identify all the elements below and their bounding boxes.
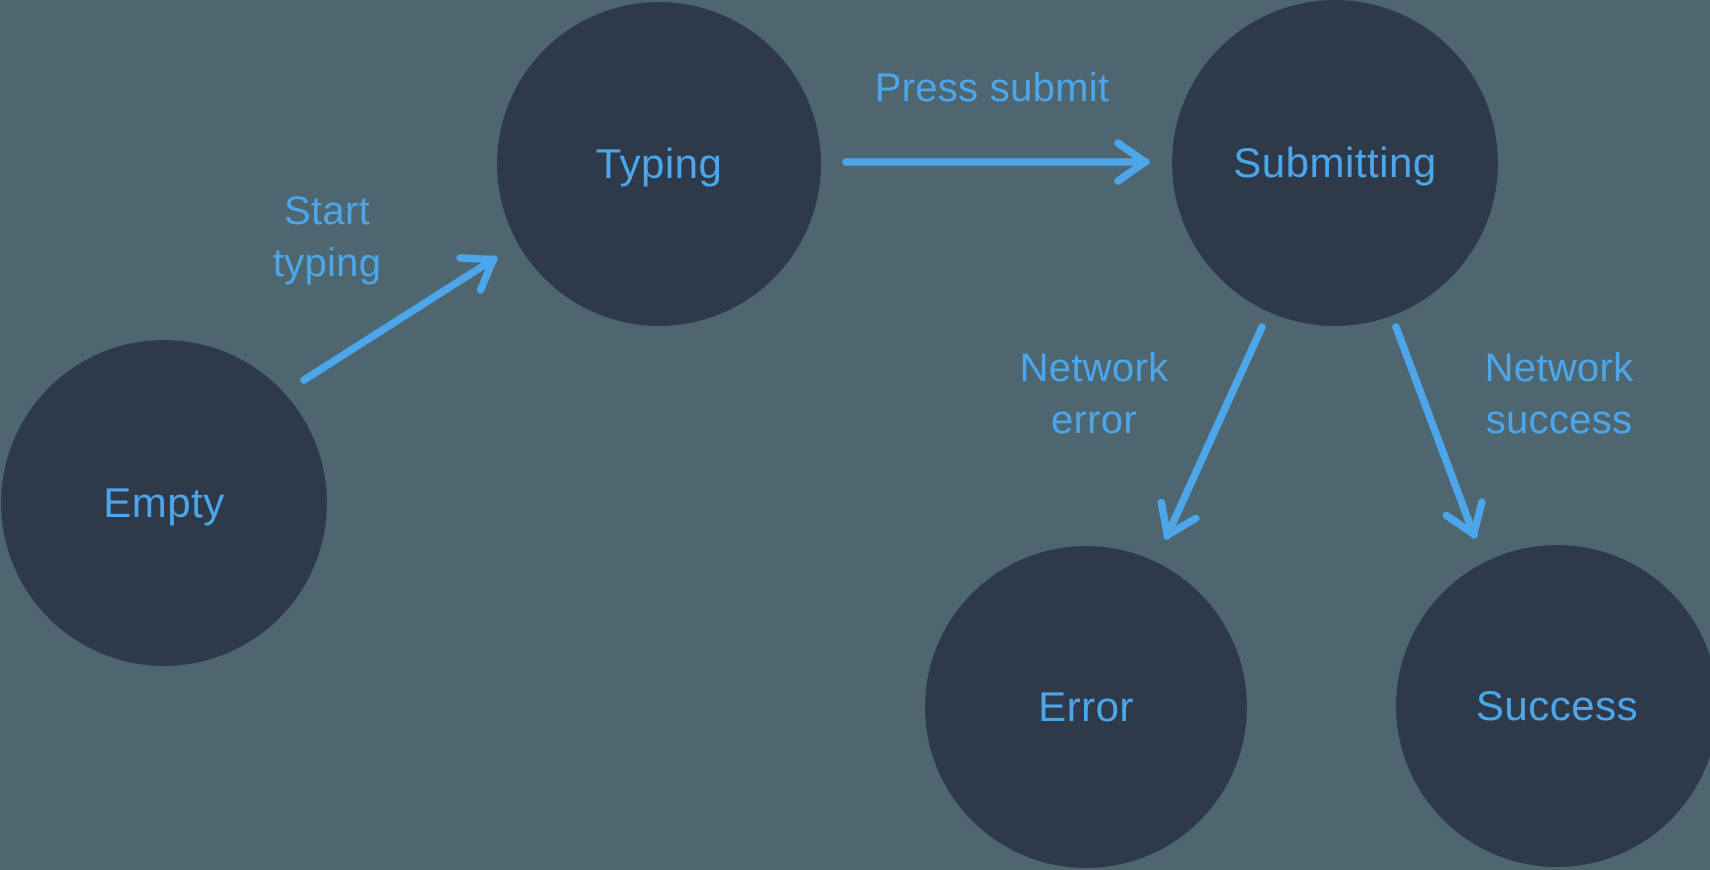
state-node-error: Error xyxy=(925,546,1247,868)
transition-label-press-submit: Press submit xyxy=(875,62,1110,114)
transition-label-line: Press submit xyxy=(874,66,1110,110)
transition-arrow-network-error xyxy=(1157,323,1266,540)
transition-label-line: Network xyxy=(1484,346,1634,390)
state-label-empty: Empty xyxy=(103,479,225,526)
transition-label-line: Network xyxy=(1019,346,1169,390)
state-node-submitting: Submitting xyxy=(1172,0,1498,326)
transition-label-line: typing xyxy=(272,241,382,285)
state-label-error: Error xyxy=(1038,683,1134,730)
state-node-success: Success xyxy=(1396,545,1710,867)
state-label-typing: Typing xyxy=(595,140,723,187)
transition-label-line: error xyxy=(1051,398,1137,442)
transition-label-line: Start xyxy=(284,189,370,233)
transition-label-line: success xyxy=(1485,398,1633,442)
state-label-submitting: Submitting xyxy=(1233,139,1437,186)
transition-arrow-start-typing xyxy=(300,254,498,384)
state-node-empty: Empty xyxy=(1,340,327,666)
state-node-typing: Typing xyxy=(497,2,821,326)
transition-label-network-error: Network error xyxy=(1020,342,1169,446)
state-label-success: Success xyxy=(1475,682,1639,729)
transition-label-start-typing: Start typing xyxy=(273,185,382,289)
transition-label-network-success: Network success xyxy=(1485,342,1634,446)
transition-arrow-network-success xyxy=(1392,323,1486,539)
